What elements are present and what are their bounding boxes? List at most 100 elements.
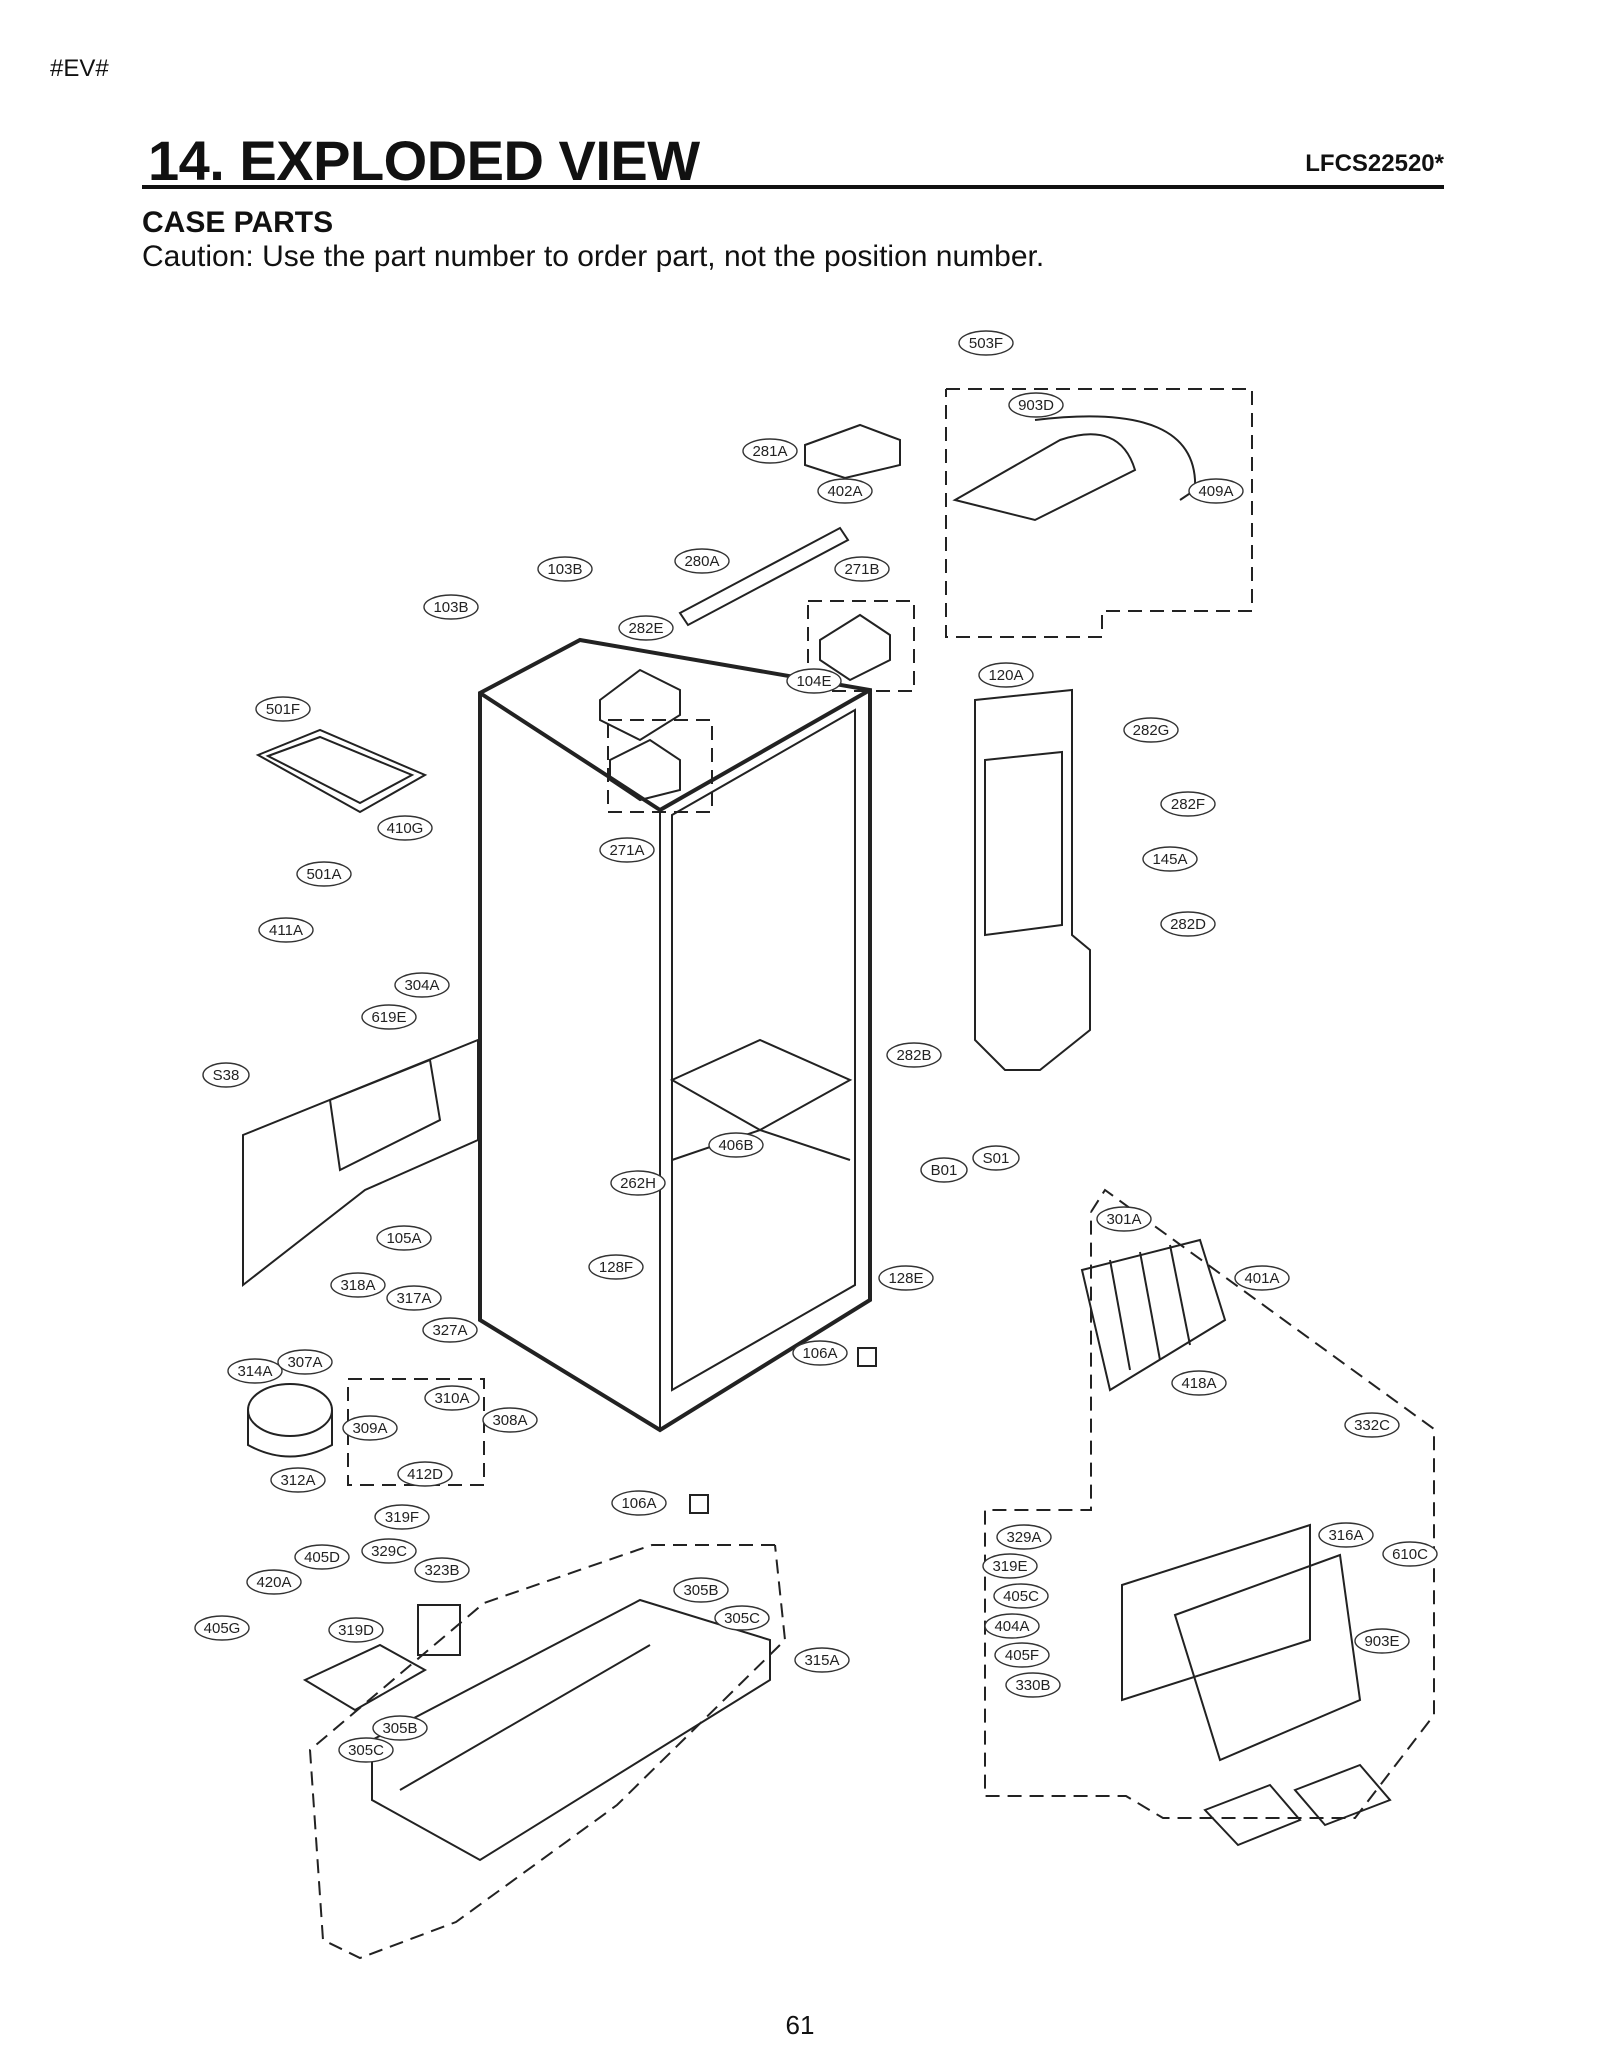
callout-label: 282D <box>1170 916 1206 933</box>
callout-label: 281A <box>752 443 787 460</box>
part-callout-319d: 319D <box>328 1617 384 1643</box>
callout-label: S38 <box>213 1067 240 1084</box>
callout-label: 307A <box>287 1354 322 1371</box>
part-callout-329a: 329A <box>996 1524 1052 1550</box>
callout-label: 401A <box>1244 1270 1279 1287</box>
part-callout-329c: 329C <box>361 1538 417 1564</box>
part-callout-281a: 281A <box>742 438 798 464</box>
part-callout-406b: 406B <box>708 1132 764 1158</box>
callout-oval <box>982 1553 1038 1579</box>
callout-oval <box>342 1415 398 1441</box>
part-callout-405d: 405D <box>294 1544 350 1570</box>
callout-oval <box>423 594 479 620</box>
callout-oval <box>1354 1628 1410 1654</box>
duct-120A <box>974 688 1091 1071</box>
callout-label: 308A <box>492 1412 527 1429</box>
callout-oval <box>1123 717 1179 743</box>
part-callout-619e: 619E <box>361 1004 417 1030</box>
part-callout-401a: 401A <box>1234 1265 1290 1291</box>
callout-oval <box>1005 1672 1061 1698</box>
part-callout-610c: 610C <box>1382 1541 1438 1567</box>
callout-oval <box>714 1605 770 1631</box>
callout-label: 404A <box>994 1618 1029 1635</box>
callout-label: B01 <box>931 1162 958 1179</box>
part-callout-332c: 332C <box>1344 1412 1400 1438</box>
condenser-323B <box>417 1604 461 1656</box>
callout-oval <box>246 1569 302 1595</box>
callout-oval <box>958 330 1014 356</box>
callout-oval <box>984 1613 1040 1639</box>
part-callout-418a: 418A <box>1171 1370 1227 1396</box>
callout-oval <box>328 1617 384 1643</box>
callout-label: 282B <box>896 1047 931 1064</box>
callout-oval <box>294 1544 350 1570</box>
callout-label: 128F <box>599 1259 633 1276</box>
callout-oval <box>742 438 798 464</box>
callout-label: 271B <box>844 561 879 578</box>
foot-106A-upper <box>857 1347 877 1367</box>
part-callout-330b: 330B <box>1005 1672 1061 1698</box>
callout-label: 405G <box>204 1620 241 1637</box>
callout-label: 318A <box>340 1277 375 1294</box>
callout-label: 319F <box>385 1509 419 1526</box>
part-callout-b01: B01 <box>920 1157 968 1183</box>
callout-label: 304A <box>404 977 439 994</box>
part-callout-501f: 501F <box>255 696 311 722</box>
icemaker-409A <box>952 415 1197 522</box>
part-callout-319e: 319E <box>982 1553 1038 1579</box>
callout-oval <box>361 1004 417 1030</box>
callout-label: 319E <box>992 1558 1027 1575</box>
callout-oval <box>386 1285 442 1311</box>
part-callout-106a: 106A <box>611 1490 667 1516</box>
cabinet <box>478 637 872 1433</box>
part-callout-s38: S38 <box>202 1062 250 1088</box>
callout-oval <box>1008 392 1064 418</box>
evaporator-301A <box>1080 1238 1227 1392</box>
callout-oval <box>296 861 352 887</box>
callout-label: 105A <box>386 1230 421 1247</box>
part-callout-301a: 301A <box>1096 1206 1152 1232</box>
part-callout-405f: 405F <box>994 1642 1050 1668</box>
part-callout-308a: 308A <box>482 1407 538 1433</box>
callout-label: 316A <box>1328 1527 1363 1544</box>
callout-label: 410G <box>387 820 424 837</box>
callout-label: 120A <box>988 667 1023 684</box>
part-callout-280a: 280A <box>674 548 730 574</box>
part-callout-105a: 105A <box>376 1225 432 1251</box>
part-callout-282b: 282B <box>886 1042 942 1068</box>
section-heading: CASE PARTS <box>142 206 334 239</box>
callout-label: 319D <box>338 1622 374 1639</box>
part-callout-304a: 304A <box>394 972 450 998</box>
callout-oval <box>376 1225 432 1251</box>
box-281A <box>804 423 901 480</box>
callout-oval <box>338 1737 394 1763</box>
part-callout-282e: 282E <box>618 615 674 641</box>
callout-oval <box>786 668 842 694</box>
part-callout-262h: 262H <box>610 1170 666 1196</box>
callout-oval <box>794 1647 850 1673</box>
callout-oval <box>994 1642 1050 1668</box>
part-callout-128e: 128E <box>878 1265 934 1291</box>
caution-note: Caution: Use the part number to order pa… <box>142 240 1045 273</box>
part-callout-305c: 305C <box>338 1737 394 1763</box>
callout-oval <box>394 972 450 998</box>
title-rule <box>142 185 1444 189</box>
part-callout-307a: 307A <box>277 1349 333 1375</box>
callout-label: 312A <box>280 1472 315 1489</box>
callout-oval <box>708 1132 764 1158</box>
drain-pan-319D <box>302 1643 428 1712</box>
part-callout-103b: 103B <box>537 556 593 582</box>
back-cover-304A <box>242 1038 479 1288</box>
part-callout-410g: 410G <box>377 815 433 841</box>
callout-label: 282E <box>628 620 663 637</box>
callout-oval <box>414 1557 470 1583</box>
callout-oval <box>424 1385 480 1411</box>
part-callout-282d: 282D <box>1160 911 1216 937</box>
callout-oval <box>1096 1206 1152 1232</box>
callout-oval <box>972 1145 1020 1171</box>
callout-label: 327A <box>432 1322 467 1339</box>
part-callout-317a: 317A <box>386 1285 442 1311</box>
part-callout-271a: 271A <box>599 837 655 863</box>
part-callout-315a: 315A <box>794 1647 850 1673</box>
